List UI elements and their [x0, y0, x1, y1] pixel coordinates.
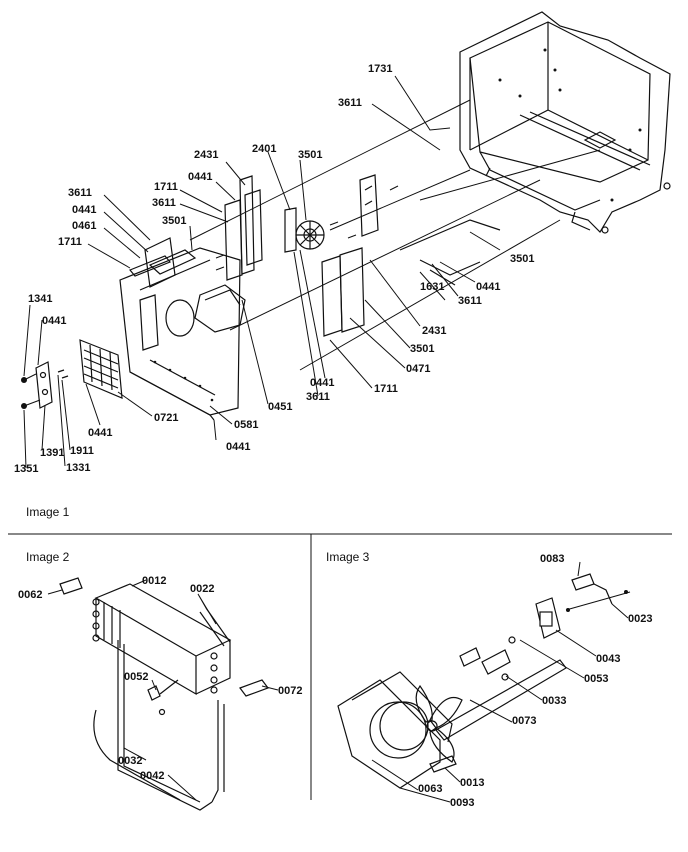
label-0441: 0441	[310, 377, 334, 389]
label-0023: 0023	[628, 613, 652, 625]
label-3611: 3611	[68, 187, 92, 199]
image3-part-labels: 0083 0023 0043 0053 0033 0073 0013 0093 …	[418, 553, 652, 809]
label-0441: 0441	[72, 204, 96, 216]
label-0043: 0043	[596, 653, 620, 665]
label-1711: 1711	[58, 236, 82, 248]
label-2401: 2401	[252, 143, 276, 155]
image1-cabinet-drawing	[21, 11, 671, 469]
label-3611: 3611	[306, 391, 330, 403]
label-3611: 3611	[338, 97, 362, 109]
label-0441: 0441	[188, 171, 212, 183]
label-1391: 1391	[40, 447, 64, 459]
image3-fan-assembly-drawing	[337, 561, 631, 803]
label-2431: 2431	[194, 149, 218, 161]
label-3611: 3611	[152, 197, 176, 209]
label-1711: 1711	[154, 181, 178, 193]
label-0093: 0093	[450, 797, 474, 809]
caption-image2: Image 2	[26, 550, 70, 564]
label-0441: 0441	[88, 427, 112, 439]
label-0461: 0461	[72, 220, 96, 232]
label-1631: 1631	[420, 281, 444, 293]
image2-evaporator-drawing	[47, 577, 279, 811]
label-3611: 3611	[458, 295, 482, 307]
label-0721: 0721	[154, 412, 178, 424]
label-0063: 0063	[418, 783, 442, 795]
label-2431: 2431	[422, 325, 446, 337]
label-1341: 1341	[28, 293, 52, 305]
label-0032: 0032	[118, 755, 142, 767]
image2-part-labels: 0062 0012 0022 0052 0072 0032 0042	[18, 575, 302, 782]
label-0441: 0441	[226, 441, 250, 453]
label-1351: 1351	[14, 463, 38, 475]
label-0062: 0062	[18, 589, 42, 601]
label-1331: 1331	[66, 462, 90, 474]
label-0022: 0022	[190, 583, 214, 595]
image1-part-labels: 1731 3611 2401 3501 2431 0441 1711 3611 …	[14, 63, 534, 475]
label-0053: 0053	[584, 673, 608, 685]
label-0073: 0073	[512, 715, 536, 727]
label-0441: 0441	[42, 315, 66, 327]
label-0013: 0013	[460, 777, 484, 789]
label-0581: 0581	[234, 419, 258, 431]
label-1731: 1731	[368, 63, 392, 75]
label-0083: 0083	[540, 553, 564, 565]
label-3501: 3501	[510, 253, 534, 265]
label-0033: 0033	[542, 695, 566, 707]
label-3501: 3501	[298, 149, 322, 161]
label-1911: 1911	[70, 445, 94, 457]
label-0471: 0471	[406, 363, 430, 375]
label-1711: 1711	[374, 383, 398, 395]
label-0072: 0072	[278, 685, 302, 697]
label-3501: 3501	[410, 343, 434, 355]
caption-image1: Image 1	[26, 505, 70, 519]
label-0012: 0012	[142, 575, 166, 587]
caption-image3: Image 3	[326, 550, 370, 564]
label-3501: 3501	[162, 215, 186, 227]
label-0042: 0042	[140, 770, 164, 782]
label-0441: 0441	[476, 281, 500, 293]
label-0052: 0052	[124, 671, 148, 683]
label-0451: 0451	[268, 401, 292, 413]
